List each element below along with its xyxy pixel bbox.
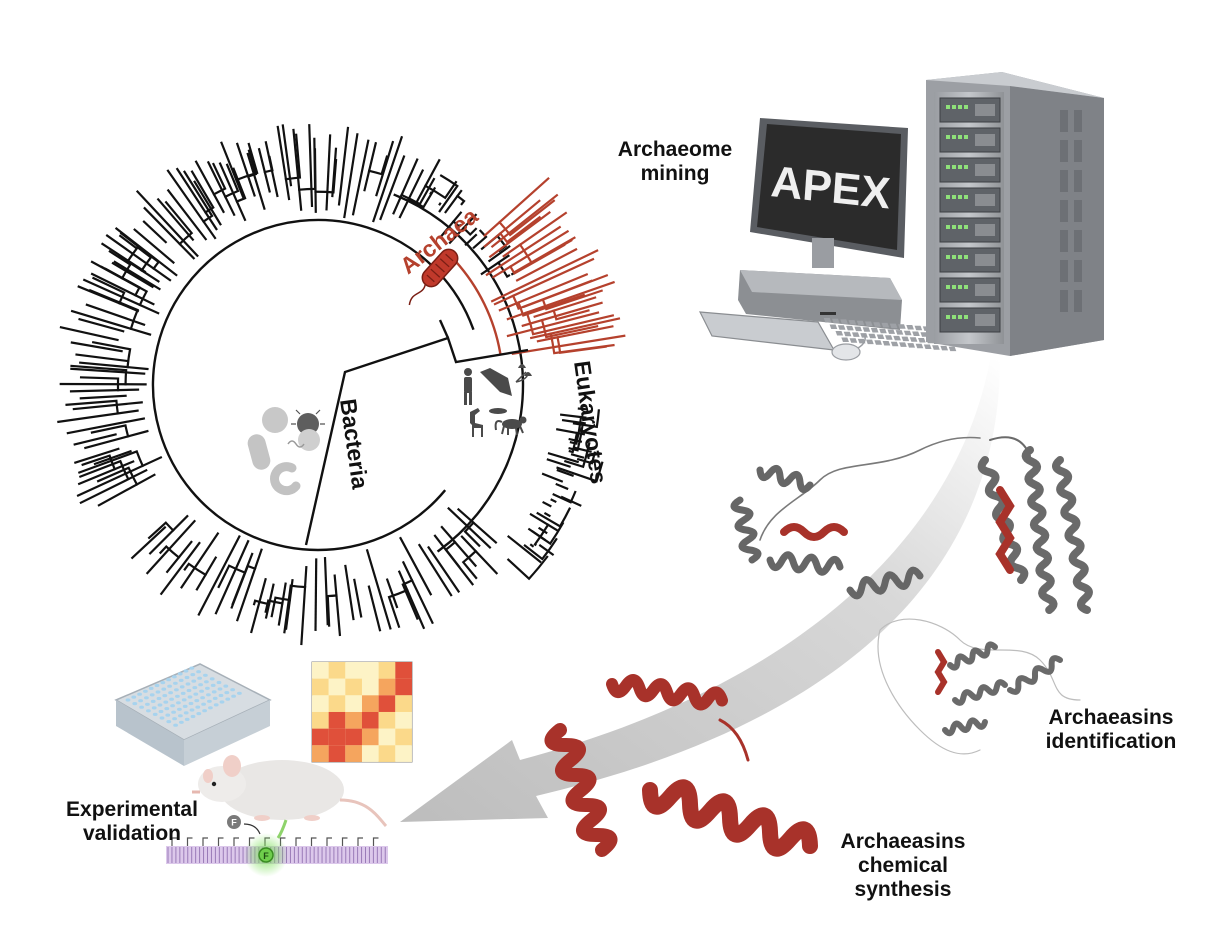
giraffe-icon [470, 408, 483, 437]
eukaryote-silhouettes [464, 364, 532, 437]
computer-icon: APEX [738, 118, 908, 330]
fish-icon [489, 408, 507, 414]
fungus-icon [515, 364, 532, 383]
human-icon [464, 368, 472, 405]
protein-structure-3 [877, 618, 1081, 755]
microplate-icon [114, 663, 272, 766]
protein-structure-1 [730, 436, 981, 600]
archaea-cell-icon [408, 248, 459, 306]
clade-label-bacteria: Bacteria [335, 397, 373, 491]
protein-structure-2 [977, 436, 1093, 614]
phylogenetic-tree [57, 124, 626, 646]
server-icon [926, 72, 1104, 356]
membrane-icon: F F [166, 815, 388, 877]
label-archaeasins-identification: Archaeasins identification [1045, 706, 1177, 754]
bacteria-cells-icon [247, 407, 325, 496]
mouse-animal-icon [192, 755, 388, 828]
archaeasin-helices [544, 674, 818, 857]
svg-text:F: F [263, 851, 269, 861]
monkey-icon [494, 416, 527, 436]
mouse-icon [831, 333, 866, 361]
tree-root [304, 319, 529, 546]
heatmap-icon [311, 661, 413, 763]
label-archaeasins-chemical-synthesis: Archaeasins chemical synthesis [840, 830, 966, 902]
workflow-arrow [400, 360, 1000, 822]
svg-text:F: F [231, 818, 237, 828]
label-archaeome-mining: Archaeome mining [617, 138, 733, 186]
bird-icon [480, 368, 512, 396]
label-experimental-validation: Experimental validation [66, 798, 198, 846]
